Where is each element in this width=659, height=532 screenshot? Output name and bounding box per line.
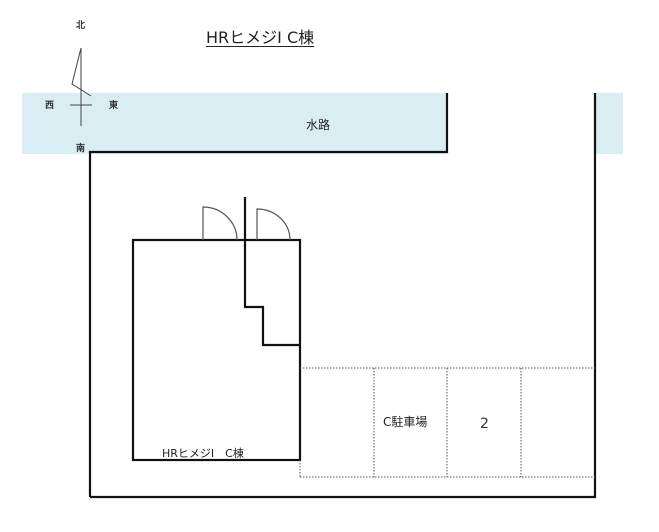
compass-west-label: 西 [45,101,55,111]
compass-north-label: 北 [76,21,86,31]
door-swing-icon [202,206,291,241]
parking-lot-label: C駐車場 [383,415,428,429]
building-label: HRヒメジI C棟 [162,447,244,460]
parking-lot-grid [299,367,595,478]
compass-east-label: 東 [109,101,119,111]
compass-rose-icon [70,47,92,126]
parking-slot-number: 2 [480,416,489,432]
building-outline [131,197,302,462]
waterway-band-left [22,93,447,154]
site-boundary [88,93,597,499]
page-title: HRヒメジI C棟 [206,28,315,47]
waterway-band-right [595,93,623,154]
waterway-label: 水路 [306,118,331,132]
compass-south-label: 南 [76,144,86,154]
